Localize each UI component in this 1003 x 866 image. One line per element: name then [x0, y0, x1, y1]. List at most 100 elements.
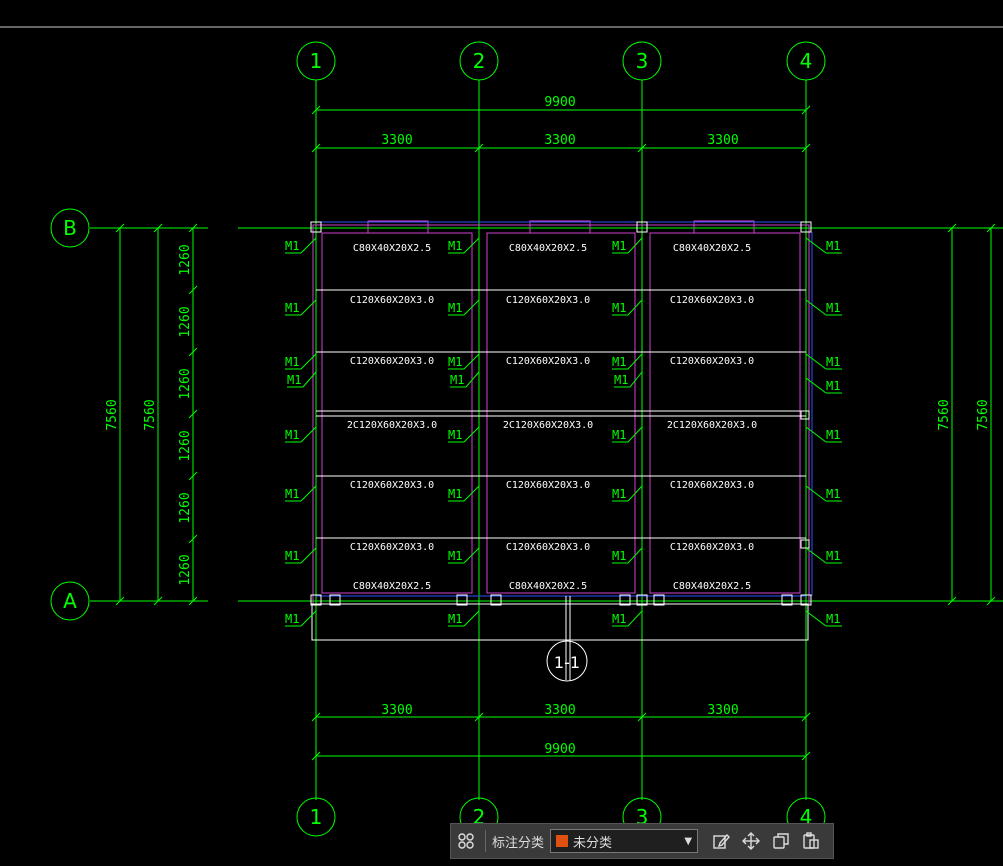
copy-icon[interactable] [766, 826, 796, 856]
purlin-label: C120X60X20X3.0 [670, 356, 754, 367]
axis-label-3-top: 3 [636, 49, 649, 73]
member-label-m1: M1 [826, 301, 840, 315]
member-label-m1: M1 [826, 612, 840, 626]
purlin-label: C120X60X20X3.0 [670, 295, 754, 306]
member-label-m1: M1 [612, 301, 626, 315]
leader-line [463, 485, 480, 502]
dim-top-total: 9900 [544, 95, 575, 110]
member-label-m1: M1 [285, 487, 299, 501]
axis-bubbles-top: 1 2 3 4 [296, 41, 826, 81]
member-label-m1: M1 [287, 373, 301, 387]
paste-icon[interactable] [796, 826, 826, 856]
leader-line [627, 353, 643, 370]
leader-line [300, 610, 317, 627]
dim-left-total-2: 7560 [143, 399, 158, 430]
dim-bottom-total: 9900 [544, 742, 575, 757]
leader-line [300, 426, 317, 443]
leader-line [300, 353, 317, 370]
dim-left-span-1: 1260 [178, 244, 193, 275]
dim-left-span-6: 1260 [178, 554, 193, 585]
grid-icon[interactable] [451, 826, 481, 856]
leader-line [627, 299, 643, 316]
leader-line [805, 299, 827, 316]
dim-left-span-3: 1260 [178, 368, 193, 399]
purlin-label: C120X60X20X3.0 [670, 480, 754, 491]
axis-label-1-bottom: 1 [310, 805, 323, 829]
purlin-label: 2C120X60X20X3.0 [667, 420, 757, 431]
category-value: 未分类 [573, 835, 613, 851]
member-label-m1: M1 [826, 487, 840, 501]
category-color-swatch [556, 835, 569, 847]
member-label-m1: M1 [285, 549, 299, 563]
leader-line [463, 299, 480, 316]
leader-line [302, 371, 317, 388]
purlin-label: C120X60X20X3.0 [506, 295, 590, 306]
purlin-label: 2C120X60X20X3.0 [503, 420, 593, 431]
axis-label-1-top: 1 [310, 49, 323, 73]
edit-icon[interactable] [706, 826, 736, 856]
purlin-label: 2C120X60X20X3.0 [347, 420, 437, 431]
member-label-m1: M1 [448, 428, 462, 442]
member-label-m1: M1 [826, 549, 840, 563]
move-icon[interactable] [736, 826, 766, 856]
leader-line [463, 610, 480, 627]
dimension-lines-left [115, 223, 198, 606]
purlin-label: C80X40X20X2.5 [353, 581, 431, 592]
leader-line [627, 426, 643, 443]
dim-right-total-2: 7560 [976, 399, 991, 430]
dimension-lines-bottom [311, 712, 811, 761]
dim-top-span-2: 3300 [544, 133, 575, 148]
member-label-m1: M1 [450, 373, 464, 387]
dim-bottom-span-2: 3300 [544, 703, 575, 718]
purlin-label: C120X60X20X3.0 [350, 356, 434, 367]
dim-left-span-5: 1260 [178, 492, 193, 523]
member-label-m1: M1 [285, 355, 299, 369]
purlin-label: C120X60X20X3.0 [350, 542, 434, 553]
member-label-m1: M1 [612, 487, 626, 501]
leader-line [805, 237, 827, 254]
leader-line [627, 485, 643, 502]
axis-label-A: A [63, 589, 77, 613]
member-label-m1: M1 [612, 549, 626, 563]
leader-line [629, 371, 643, 388]
leader-line [465, 371, 480, 388]
member-label-m1: M1 [448, 612, 462, 626]
leader-line [300, 547, 317, 564]
member-labels: M1M1M1M1M1M1M1M1M1M1M1M1M1M1M1M1M1M1M1M1… [285, 237, 842, 627]
category-label: 标注分类 [492, 835, 545, 851]
leader-line [627, 547, 643, 564]
leader-line [463, 426, 480, 443]
dim-bottom-span-1: 3300 [381, 703, 412, 718]
leader-line [463, 547, 480, 564]
leader-line [805, 377, 827, 394]
member-label-m1: M1 [285, 612, 299, 626]
member-label-m1: M1 [285, 428, 299, 442]
section-mark-label: 1-1 [554, 653, 580, 672]
member-label-m1: M1 [826, 239, 840, 253]
leader-line [805, 353, 827, 370]
dim-bottom-span-3: 3300 [707, 703, 738, 718]
category-select[interactable]: 未分类 ▼ [550, 829, 699, 853]
chevron-down-icon: ▼ [684, 835, 693, 847]
member-label-m1: M1 [448, 549, 462, 563]
column-markers [310, 221, 812, 606]
member-label-m1: M1 [612, 355, 626, 369]
member-label-m1: M1 [826, 355, 840, 369]
purlin-label: C80X40X20X2.5 [353, 243, 431, 254]
member-label-m1: M1 [448, 355, 462, 369]
dim-left-span-2: 1260 [178, 306, 193, 337]
member-label-m1: M1 [612, 612, 626, 626]
member-label-m1: M1 [614, 373, 628, 387]
dimension-lines-right [947, 223, 996, 606]
dim-top-span-1: 3300 [381, 133, 412, 148]
member-label-m1: M1 [826, 428, 840, 442]
member-label-m1: M1 [448, 239, 462, 253]
edge-lines-blue [316, 221, 813, 597]
leader-line [805, 610, 827, 627]
section-mark-circle [546, 640, 588, 682]
member-label-m1: M1 [826, 379, 840, 393]
member-label-m1: M1 [448, 301, 462, 315]
axis-label-B: B [63, 216, 77, 240]
